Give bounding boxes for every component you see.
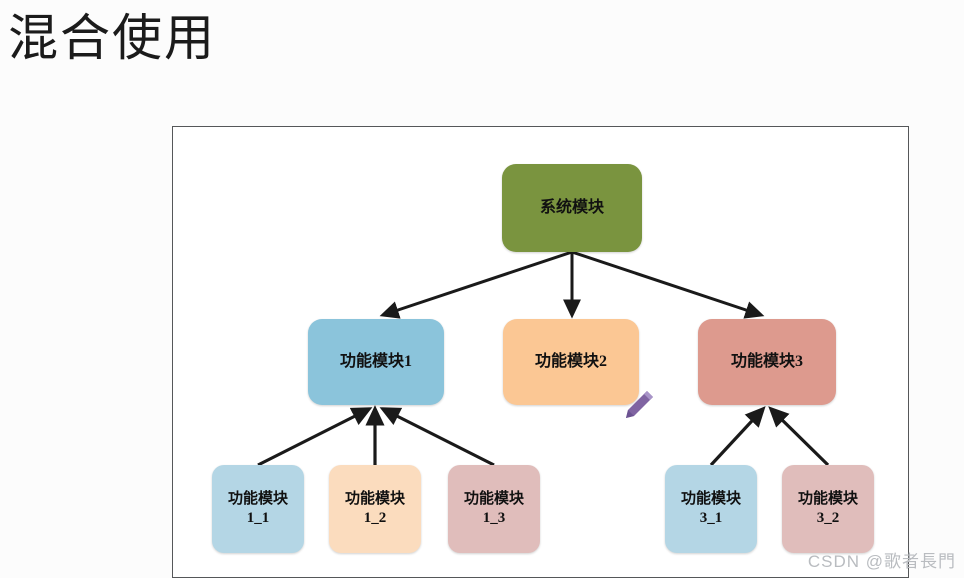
watermark: CSDN @歌者長門 <box>807 552 956 571</box>
node-label: 功能模块2 <box>534 353 607 370</box>
node-label: 功能模块 3_1 <box>680 491 741 526</box>
node-mod1[interactable]: 功能模块1 <box>308 319 444 405</box>
node-label: 功能模块3 <box>730 353 803 370</box>
node-mod1_1[interactable]: 功能模块 1_1 <box>212 465 304 553</box>
node-mod3_2[interactable]: 功能模块 3_2 <box>782 465 874 553</box>
node-mod1_3[interactable]: 功能模块 1_3 <box>448 465 540 553</box>
node-mod1_2[interactable]: 功能模块 1_2 <box>329 465 421 553</box>
node-mod2[interactable]: 功能模块2 <box>503 319 653 418</box>
edge-root-to-mod1 <box>379 250 573 319</box>
diagram-canvas: 系统模块功能模块1 功能模块2 功能模块3 功能模块 1_1 功能模块 1_2 功能模块 … <box>173 127 908 577</box>
node-mod3[interactable]: 功能模块3 <box>698 319 836 405</box>
edge-root-to-mod3 <box>571 250 765 319</box>
page-title: 混合使用 <box>8 10 216 66</box>
node-label: 功能模块1 <box>339 353 412 370</box>
edge-mod3_1-to-mod3 <box>709 406 766 467</box>
node-root[interactable]: 系统模块 <box>502 164 642 252</box>
edge-mod1_3-to-mod1 <box>379 407 495 467</box>
node-mod3_1[interactable]: 功能模块 3_1 <box>665 465 757 553</box>
node-label: 功能模块 1_2 <box>344 491 405 526</box>
node-label: 系统模块 <box>539 199 604 216</box>
node-label: 功能模块 3_2 <box>797 491 858 526</box>
node-label: 功能模块 1_3 <box>463 491 524 526</box>
edge-layer <box>257 250 830 467</box>
node-label: 功能模块 1_1 <box>227 491 288 526</box>
edge-mod1_1-to-mod1 <box>257 407 373 467</box>
edge-mod3_2-to-mod3 <box>768 406 830 467</box>
diagram-frame: 系统模块功能模块1 功能模块2 功能模块3 功能模块 1_1 功能模块 1_2 功能模块 … <box>172 126 909 578</box>
